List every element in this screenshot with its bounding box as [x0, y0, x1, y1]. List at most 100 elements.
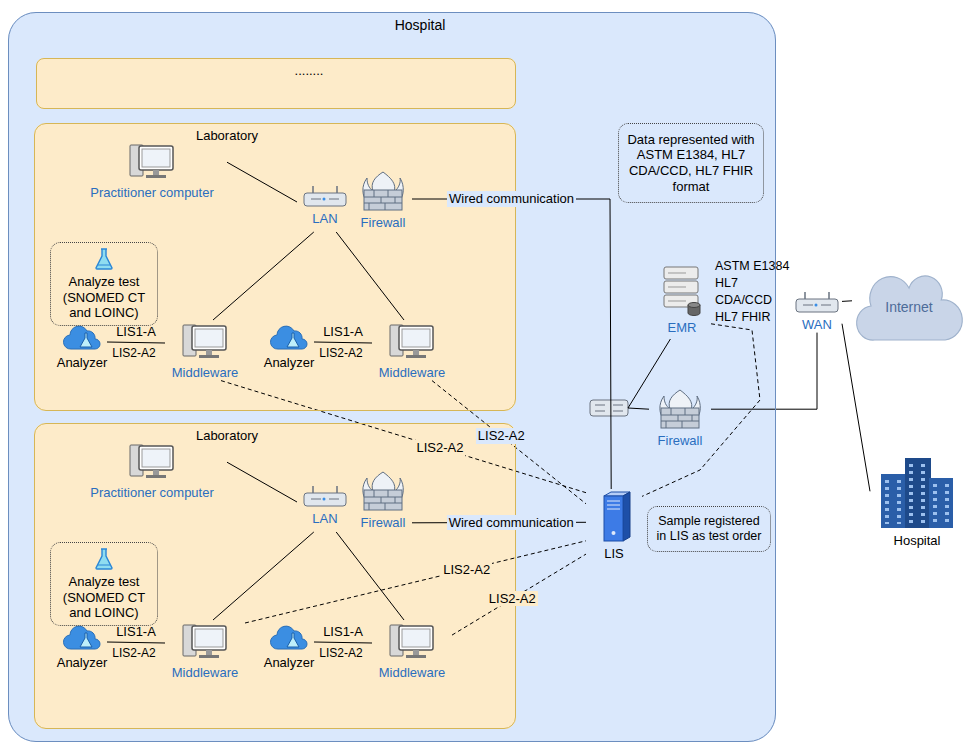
computer-icon-part — [139, 146, 173, 170]
analyzer-icon-part — [270, 326, 307, 349]
connector-label: LIS2-A2 — [476, 428, 527, 444]
router-icon-part — [304, 193, 346, 206]
lis-server-icon-part — [612, 531, 616, 535]
region-title: Laboratory — [196, 128, 258, 144]
firewall: Firewall — [354, 468, 412, 534]
connector-label: ASTM E1384 HL7 CDA/CCD HL7 FHIR — [713, 258, 797, 326]
computer-icon-part — [206, 650, 212, 655]
server-icon-part — [668, 273, 686, 301]
node-label: Sample registered in LIS as test order — [652, 514, 766, 544]
region-fill — [34, 123, 516, 411]
region-fill — [34, 423, 516, 729]
analyzer-icon-part — [287, 333, 299, 347]
signal-label: LIS2-A2 — [110, 346, 157, 360]
node-label: Analyzer — [57, 355, 108, 371]
computer-icon — [389, 622, 435, 662]
flask-icon-part — [98, 265, 110, 266]
buildings-icon — [877, 452, 957, 530]
switch-ports — [595, 405, 623, 411]
node-label: Practitioner computer — [90, 185, 214, 201]
node-label: Middleware — [172, 665, 238, 681]
practitioner-computer: Practitioner computer — [77, 440, 227, 514]
connector-label: LIS1-A — [114, 324, 158, 340]
router-icon-part — [815, 304, 818, 307]
computer-icon-part — [406, 355, 426, 358]
connector — [213, 532, 314, 620]
flask-icon-part — [96, 549, 112, 569]
computer-icon-part — [146, 175, 166, 178]
switch-icon — [590, 400, 628, 416]
computer-icon-holder — [129, 442, 175, 482]
router-icon — [795, 290, 839, 314]
node-label: Firewall — [361, 215, 406, 231]
computer-icon-part — [406, 655, 426, 658]
lan-router: LAN — [297, 482, 353, 532]
analyzer-icon-holder — [269, 322, 309, 352]
router-icon-holder — [303, 184, 347, 208]
connector — [711, 333, 817, 410]
node-label: EMR — [668, 320, 697, 336]
router-icon-holder — [795, 290, 839, 314]
computer-icon-part — [195, 629, 223, 647]
connector-label: LIS1-A — [321, 624, 365, 640]
practitioner-computer: Practitioner computer — [77, 140, 227, 214]
lis-server-icon-part — [623, 492, 630, 541]
computer-icon-part — [199, 655, 219, 658]
computer-icon-part — [195, 329, 223, 347]
analyzer: Analyzer — [57, 320, 107, 378]
computer-icon-part — [142, 449, 170, 467]
server-icon — [662, 265, 702, 317]
node-label: Data represented with ASTM E1384, HL7 CD… — [623, 132, 759, 194]
analyzer-icon-holder — [269, 622, 309, 652]
analyzer-icon-part — [63, 326, 100, 349]
analyze-test-note: Analyze test (SNOMED CT and LOINC) — [50, 542, 158, 626]
router-icon-part — [311, 199, 339, 200]
connector — [842, 300, 852, 302]
computer-icon-part — [199, 355, 219, 358]
node-label: LIS — [604, 546, 624, 562]
firewall-icon-part — [364, 490, 402, 510]
connector-label: LIS2-A2 — [415, 440, 466, 456]
firewall-icon-holder — [361, 170, 405, 212]
node-label: Middleware — [379, 665, 445, 681]
lis-icon-holder — [596, 491, 632, 543]
dashed-connector — [221, 381, 586, 493]
dashed-connector — [245, 541, 586, 623]
router-icon-part — [796, 299, 838, 312]
firewall-icon-holder — [361, 470, 405, 512]
analyzer: Analyzer — [264, 620, 314, 678]
placeholder-band: ........ — [36, 58, 516, 109]
router-icon-part — [311, 499, 339, 500]
bld-icon-holder — [877, 452, 957, 530]
middleware-computer: Middleware — [372, 620, 452, 681]
computer-icon-part — [153, 170, 159, 175]
firewall-icon-part — [364, 190, 402, 210]
internet-cloud: Internet — [852, 268, 966, 346]
connector-label: LIS1-A — [114, 624, 158, 640]
lan-router: LAN — [297, 182, 353, 232]
lis-server: LIS — [586, 489, 642, 563]
buildings-icon-part — [881, 474, 907, 528]
lis-server-icon-part — [604, 496, 623, 541]
connector — [227, 462, 297, 502]
node-label: Firewall — [361, 515, 406, 531]
analyzer-icon — [269, 622, 309, 652]
router-icon-part — [313, 186, 337, 193]
analyzer: Analyzer — [264, 320, 314, 378]
computer-icon-part — [139, 446, 173, 470]
computer-icon-part — [402, 629, 430, 647]
computer-icon-holder — [389, 622, 435, 662]
node-label: WAN — [802, 317, 832, 333]
computer-icon-part — [402, 329, 430, 347]
server-icon-holder — [662, 265, 702, 317]
middleware-computer: Middleware — [165, 620, 245, 681]
flask-icon-part — [96, 249, 112, 269]
connector — [336, 532, 404, 620]
computer-icon-part — [153, 470, 159, 475]
firewall-icon-part — [661, 408, 699, 428]
laboratory-region: LaboratoryPractitioner computer LAN Firewa… — [34, 123, 516, 411]
middleware-computer: Middleware — [165, 320, 245, 381]
computer-icon — [389, 322, 435, 362]
router-icon-part — [323, 198, 326, 201]
